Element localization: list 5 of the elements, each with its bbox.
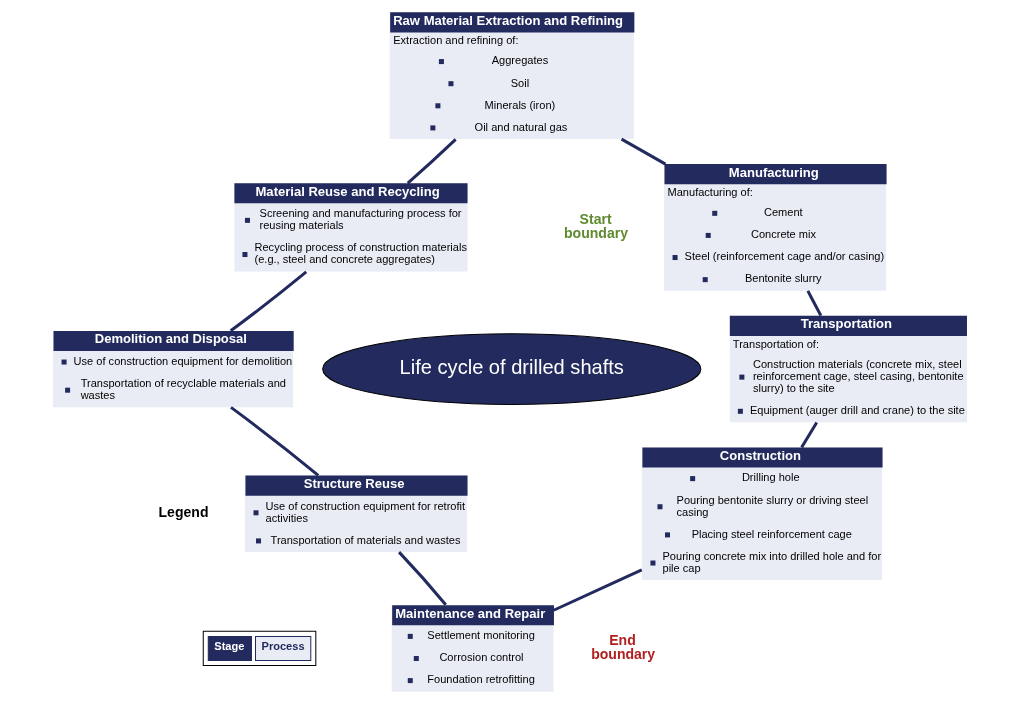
legend-label: Stage xyxy=(214,640,245,653)
label: End boundary xyxy=(591,631,656,662)
label: Start boundary xyxy=(564,210,629,241)
label: Legend xyxy=(158,503,209,520)
legend-label: Process xyxy=(261,640,305,653)
